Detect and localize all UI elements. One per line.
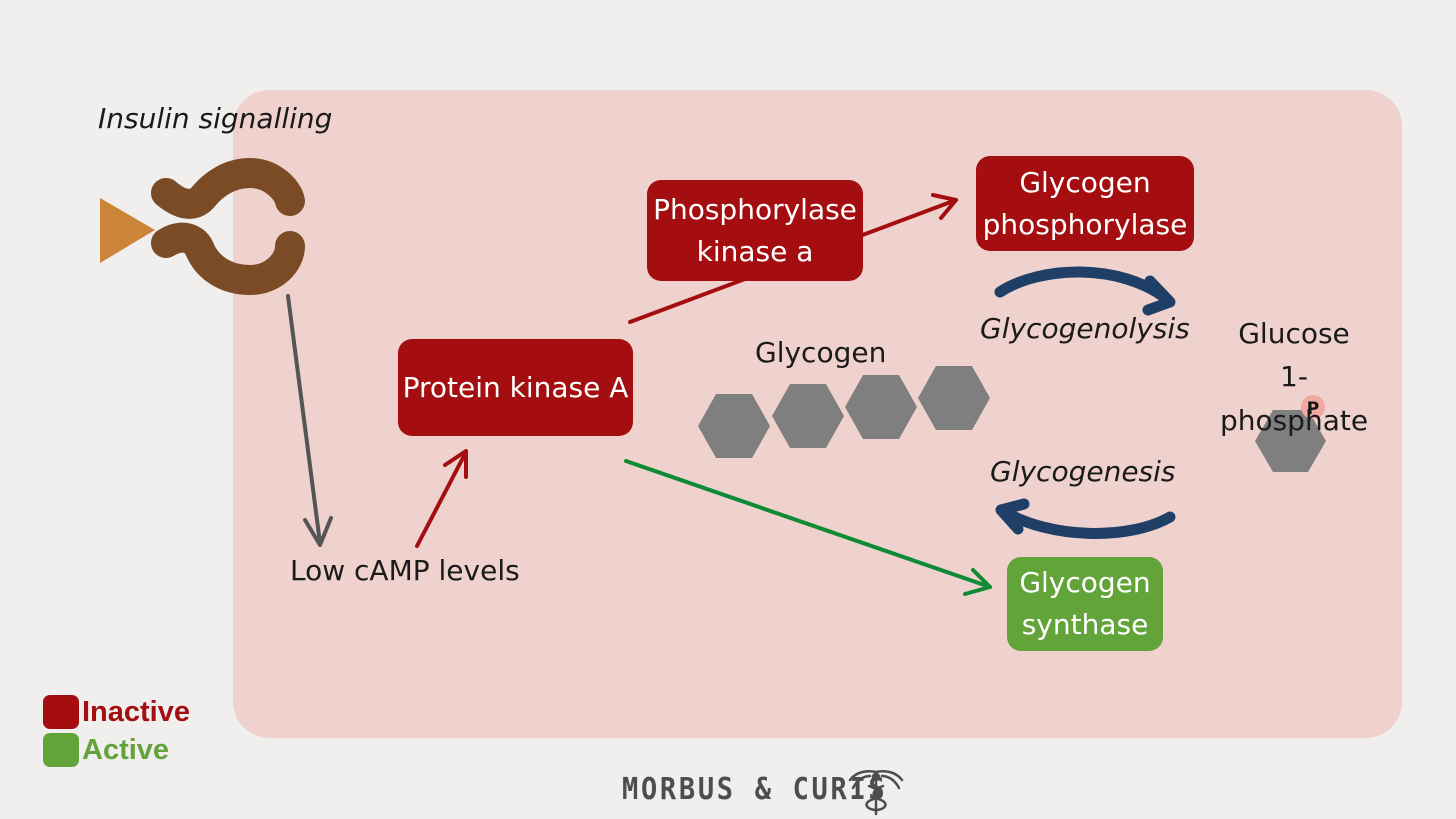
glycogenolysis-arrow [994, 266, 1176, 316]
glycogenesis-arrow [995, 498, 1176, 539]
brand-wordmark: MORBUS & CURIS [622, 772, 888, 807]
legend-inactive-swatch [43, 695, 79, 729]
glycogen-label: Glycogen [755, 336, 887, 369]
glucose-unit [1255, 410, 1326, 472]
glycogenolysis-label: Glycogenolysis [980, 312, 1190, 345]
phosphorylase-kinase-box: Phosphorylase kinase a [647, 180, 863, 281]
glycogen-chain [698, 366, 990, 458]
pka-to-synthase-arrow [624, 459, 992, 596]
glucose-1-phosphate-label: Glucose 1-phosphate [1219, 317, 1369, 437]
insulin-signalling-label: Insulin signalling [98, 102, 333, 135]
legend-inactive: Inactive [43, 695, 190, 729]
insulin-ligand-icon [100, 198, 155, 263]
signal-arrow [286, 294, 333, 547]
glucose-unit [772, 384, 844, 448]
camp-to-pka-arrow [415, 449, 468, 548]
protein-kinase-a-label: Protein kinase A [402, 370, 629, 404]
glycogen-phosphorylase-box: Glycogen phosphorylase [976, 156, 1194, 251]
phosphorylase-kinase-label: Phosphorylase kinase a [653, 192, 857, 268]
phosphate-icon [1301, 395, 1325, 419]
protein-kinase-a-box: Protein kinase A [398, 339, 633, 436]
legend-active-swatch [43, 733, 79, 767]
caduceus-icon [848, 770, 904, 816]
glucose-unit [845, 375, 917, 439]
glycogen-synthase-label: Glycogen synthase [1019, 566, 1151, 641]
low-camp-label: Low cAMP levels [290, 554, 520, 587]
phosphate-badge-label: P [1307, 399, 1319, 419]
legend-inactive-label: Inactive [82, 695, 190, 728]
glucose-unit [698, 394, 770, 458]
glycogen-phosphorylase-label: Glycogen phosphorylase [982, 165, 1188, 241]
glycogen-synthase-box: Glycogen synthase [1007, 557, 1163, 651]
legend-active-label: Active [82, 733, 170, 766]
legend-active: Active [43, 733, 169, 767]
glycogenesis-label: Glycogenesis [990, 455, 1176, 488]
glucose-unit [918, 366, 990, 430]
insulin-receptor-icon [151, 157, 305, 296]
